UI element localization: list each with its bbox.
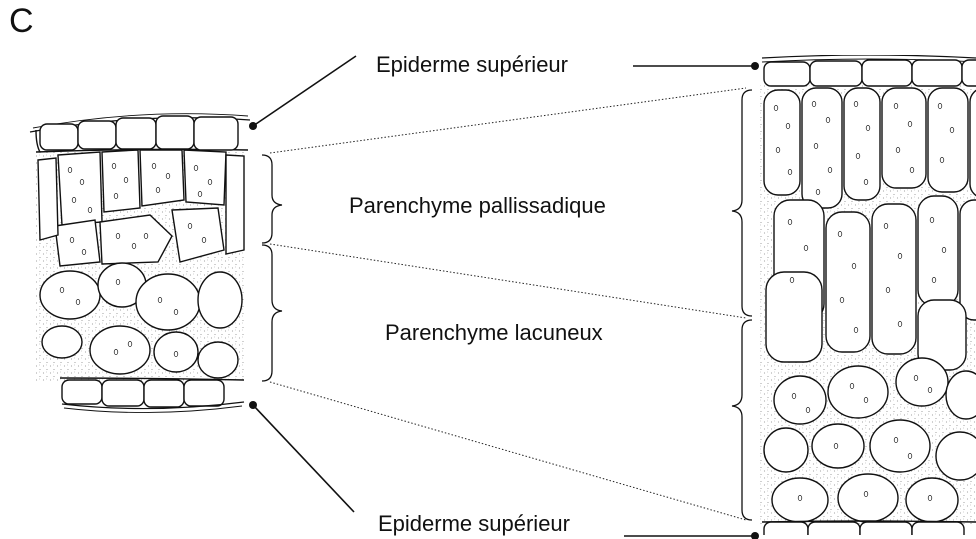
thick-leaf-section (760, 55, 976, 539)
brace-spongy (262, 245, 282, 381)
palisade-cells-right (764, 88, 976, 370)
brace-palisade-right (732, 90, 752, 316)
brace-palisade (262, 155, 282, 243)
thin-leaf-section (30, 114, 250, 413)
upper-epidermis-right (762, 55, 976, 86)
brace-spongy-right (732, 320, 752, 520)
upper-epidermis-left (30, 114, 250, 152)
dotted-connectors (270, 88, 746, 520)
lower-epidermis-right (762, 521, 976, 539)
lower-epidermis-left (60, 378, 244, 413)
leader-lines (249, 56, 759, 539)
